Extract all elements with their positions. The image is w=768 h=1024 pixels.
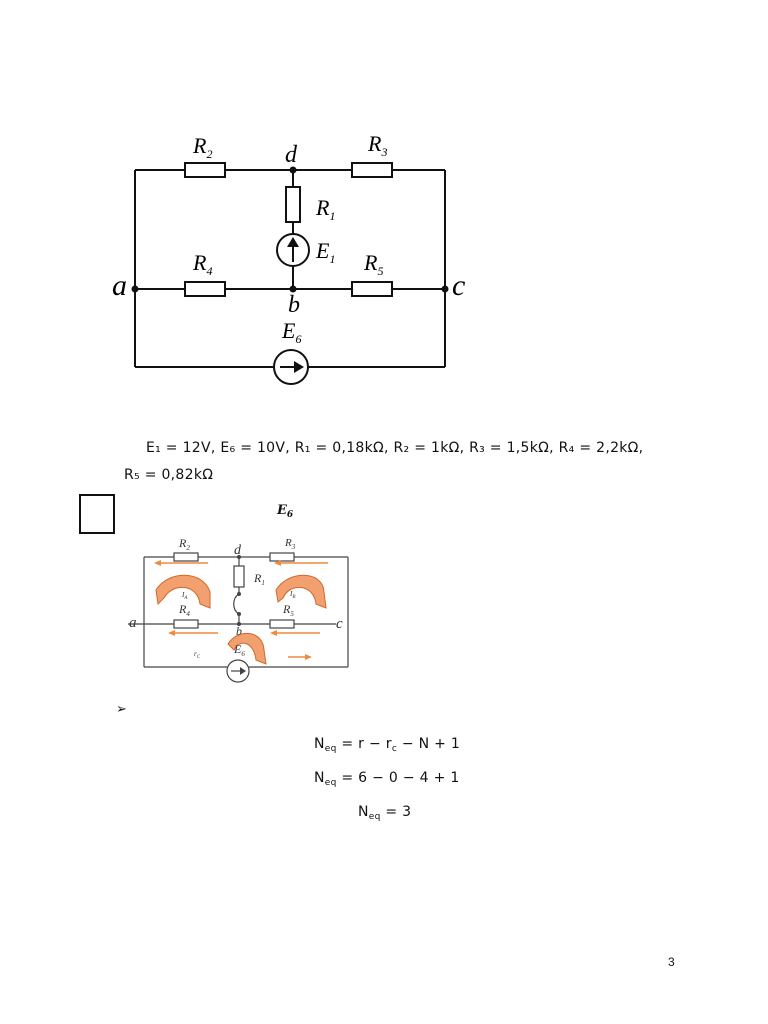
loop-arrow-b	[275, 574, 327, 609]
equation-neq-formula: Neq = r − rc − N + 1	[314, 736, 461, 754]
page-number: 3	[668, 955, 675, 969]
label-r2: R2	[192, 133, 212, 161]
svg-text:d: d	[234, 543, 242, 558]
label-r5: R5	[363, 250, 383, 278]
label-c: c	[452, 269, 465, 302]
svg-text:R2: R2	[178, 536, 190, 552]
resistor-r2	[184, 162, 226, 178]
svg-text:rC: rC	[194, 650, 201, 660]
resistor-r5	[351, 281, 393, 297]
label-a: a	[112, 269, 127, 302]
label-b: b	[288, 292, 300, 318]
loop-arrow-a	[155, 574, 211, 609]
e6-heading: E6	[277, 503, 294, 520]
svg-text:R4: R4	[178, 602, 190, 618]
svg-text:b: b	[236, 624, 242, 638]
resistor-r1	[285, 186, 301, 223]
svg-text:E6: E6	[233, 642, 245, 658]
svg-text:IB: IB	[289, 590, 295, 600]
orange-current-arrows	[154, 560, 328, 660]
svg-text:a: a	[129, 615, 137, 631]
svg-text:R5: R5	[282, 602, 294, 618]
label-d: d	[285, 142, 298, 168]
bullet-arrow: ➢	[116, 702, 127, 717]
label-r4: R4	[192, 250, 212, 278]
circuit-diagram-main: R2 d R3 R1 E1 R4 R5 a b c E6	[112, 131, 465, 385]
svg-text:IA: IA	[181, 591, 188, 601]
resistor-r4	[184, 281, 226, 297]
parameters-line-2: R₅ = 0,82kΩ	[124, 467, 214, 483]
empty-square-box	[79, 494, 115, 534]
loop-arrow-c	[227, 633, 267, 665]
equation-neq-result: Neq = 3	[358, 804, 412, 822]
resistor-r3	[351, 162, 393, 178]
label-r3: R3	[367, 131, 387, 159]
label-e1: E1	[315, 238, 335, 266]
parameters-line-1: E₁ = 12V, E₆ = 10V, R₁ = 0,18kΩ, R₂ = 1k…	[146, 440, 644, 456]
svg-text:R3: R3	[284, 537, 296, 551]
label-r1: R1	[315, 195, 335, 223]
svg-text:R1: R1	[253, 571, 265, 587]
circuit-diagram-loops: R2 d R3 R1 R4 R5 a b c E6 IA IB rC	[128, 536, 349, 683]
label-e6: E6	[281, 318, 301, 346]
equation-neq-substituted: Neq = 6 − 0 − 4 + 1	[314, 770, 460, 788]
svg-text:c: c	[336, 616, 343, 632]
